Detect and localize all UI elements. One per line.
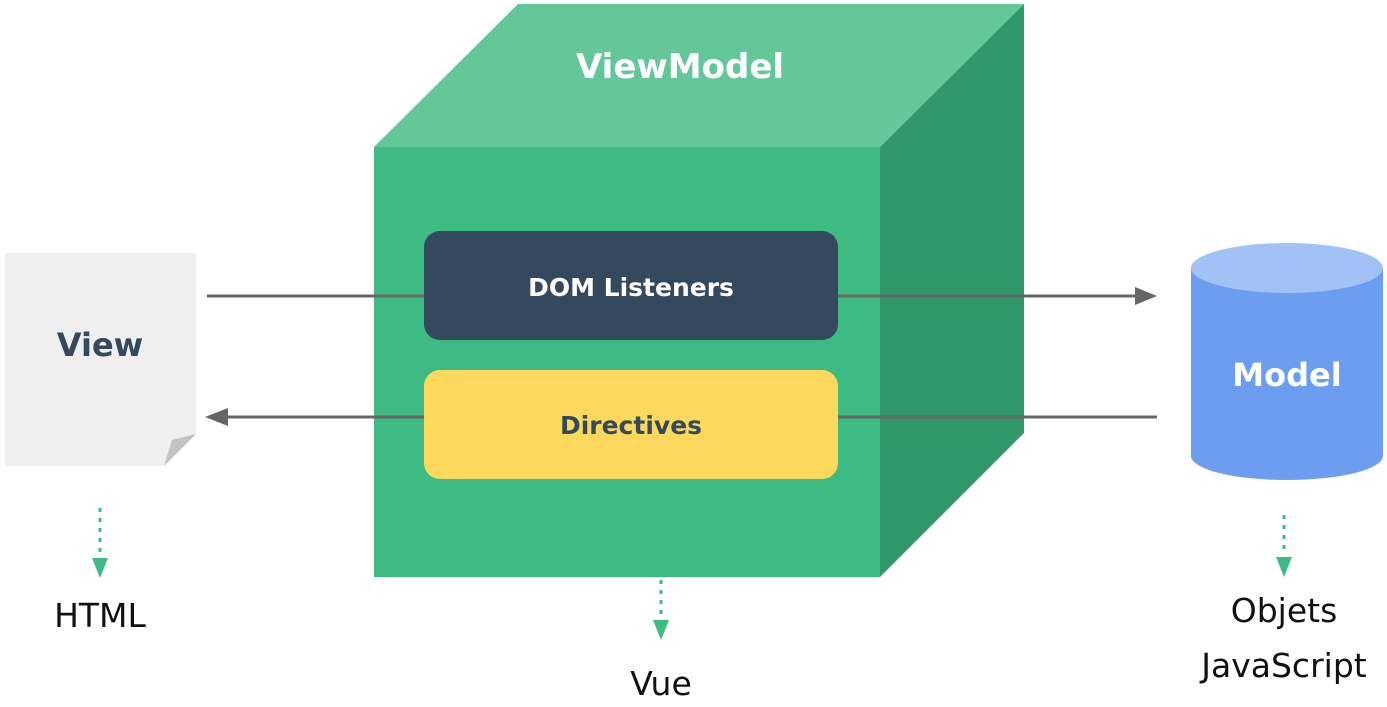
- view-paper: [5, 253, 196, 466]
- caption-dotted-arrows: [92, 508, 1292, 640]
- dom-listeners-label: DOM Listeners: [528, 273, 734, 302]
- model-database: Model: [1191, 243, 1383, 480]
- data-flow-arrows: [205, 287, 1157, 426]
- view-dotted-arrowhead: [92, 558, 108, 578]
- model-dotted-arrowhead: [1276, 557, 1292, 577]
- model-cylinder-body: [1191, 268, 1383, 480]
- model-arrowhead: [1135, 287, 1157, 305]
- cube-side-face: [880, 4, 1024, 577]
- cube-front-face: [374, 147, 880, 577]
- model-cylinder-top: [1191, 243, 1383, 293]
- viewmodel-title: ViewModel: [576, 47, 784, 87]
- directives-rect: [424, 370, 838, 479]
- objets-caption: Objets: [1231, 591, 1338, 630]
- dom-listeners-rect: [424, 231, 838, 340]
- view-title: View: [57, 326, 143, 364]
- directives-box: Directives: [424, 370, 838, 479]
- view-document: View: [5, 253, 196, 466]
- captions: HTML Vue Objets JavaScript: [54, 591, 1367, 703]
- viewmodel-cube: ViewModel: [374, 4, 1024, 577]
- view-arrowhead: [205, 408, 228, 426]
- vue-dotted-arrowhead: [653, 620, 669, 640]
- dom-listeners-box: DOM Listeners: [424, 231, 838, 340]
- view-page-fold: [164, 434, 196, 466]
- vue-caption: Vue: [630, 664, 692, 703]
- javascript-caption: JavaScript: [1199, 646, 1366, 685]
- cube-top-face: [374, 4, 1024, 147]
- model-title: Model: [1232, 356, 1341, 394]
- directives-label: Directives: [560, 411, 702, 440]
- html-caption: HTML: [54, 596, 146, 635]
